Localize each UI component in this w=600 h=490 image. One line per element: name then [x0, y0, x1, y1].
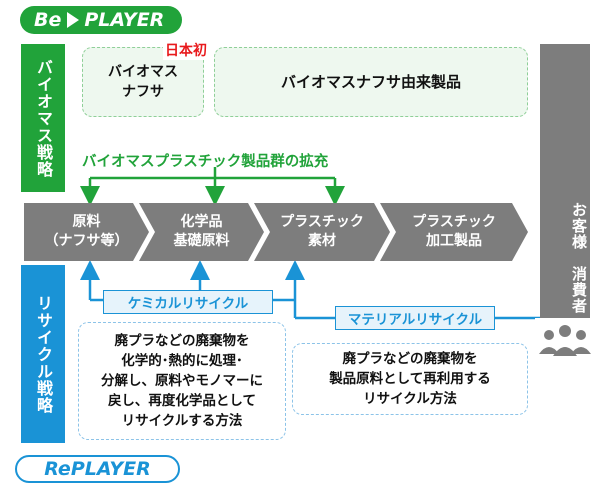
process-step-plastic-material: プラスチック 素材 — [254, 203, 390, 261]
process-step-plastic-products: プラスチック 加工製品 — [380, 203, 528, 261]
replayer-logo: RePLAYER — [15, 455, 180, 483]
people-group-icon — [535, 318, 595, 360]
play-triangle-icon — [67, 12, 80, 28]
biomass-strategy-label: バイオマス戦略 — [21, 44, 65, 192]
expansion-arrows — [80, 167, 345, 206]
process-step-raw-material: 原料 （ナフサ等） — [24, 203, 149, 261]
first-in-japan-label: 日本初 — [163, 40, 209, 60]
customers-label: お客様 消費者 — [570, 202, 588, 314]
chemical-recycling-label: ケミカルリサイクル — [103, 290, 273, 314]
material-recycling-description: 廃プラなどの廃棄物を 製品原料として再利用する リサイクル方法 — [292, 343, 528, 415]
process-step-basic-chemicals: 化学品 基礎原料 — [139, 203, 264, 261]
biomass-derived-products-box: バイオマスナフサ由来製品 — [214, 47, 528, 117]
material-recycling-label: マテリアルリサイクル — [335, 306, 495, 330]
recycle-strategy-label: リサイクル戦略 — [21, 265, 65, 443]
chemical-recycling-description: 廃プラなどの廃棄物を 化学的･熱的に処理･ 分解し、原料やモノマーに 戻し、再度… — [78, 322, 286, 440]
customers-bar: お客様 消費者 — [540, 44, 590, 360]
expansion-label: バイオマスプラスチック製品群の拡充 — [82, 154, 329, 170]
